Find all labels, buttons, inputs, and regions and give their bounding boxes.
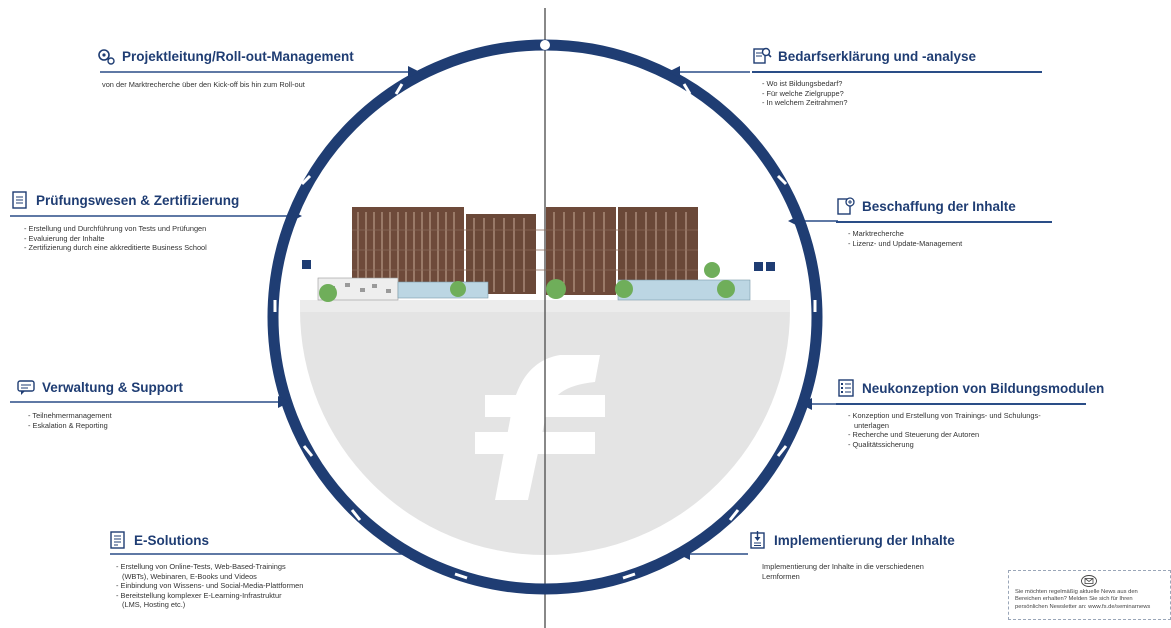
document-download-icon bbox=[750, 531, 765, 549]
segment-title: Beschaffung der Inhalte bbox=[862, 198, 1016, 214]
segment-list: Konzeption und Erstellung von Trainings-… bbox=[848, 411, 1096, 449]
segment-title: Verwaltung & Support bbox=[42, 379, 184, 395]
list-item: unterlagen bbox=[854, 420, 889, 430]
list-item: (LMS, Hosting etc.) bbox=[122, 600, 186, 610]
segment-beschaffung: Beschaffung der Inhalte Marktrecherche L… bbox=[836, 196, 1056, 248]
list-item: Eskalation & Reporting bbox=[28, 421, 278, 431]
segment-list: Marktrecherche Lizenz- und Update-Manage… bbox=[848, 229, 1056, 248]
segment-title: Implementierung der Inhalte bbox=[774, 532, 955, 548]
segment-text: Implementierung der Inhalte in die versc… bbox=[762, 562, 924, 581]
segment-title: Neukonzeption von Bildungsmodulen bbox=[862, 380, 1105, 396]
segment-list: Erstellung und Durchführung von Tests un… bbox=[24, 224, 290, 253]
list-item: In welchem Zeitrahmen? bbox=[762, 98, 1052, 108]
list-item: Recherche und Steuerung der Autoren bbox=[848, 430, 1096, 440]
segment-pruefungswesen: Prüfungswesen & Zertifizierung Erstellun… bbox=[10, 190, 290, 253]
list-item: Evaluierung der Inhalte bbox=[24, 234, 290, 244]
list-item: (WBTs), Webinaren, E-Books und Videos bbox=[122, 571, 257, 581]
newsletter-box: Sie möchten regelmäßig aktuelle News aus… bbox=[1008, 570, 1171, 620]
segment-title: E-Solutions bbox=[134, 532, 209, 548]
list-item: Konzeption und Erstellung von Trainings-… bbox=[848, 411, 1096, 421]
list-item: Wo ist Bildungsbedarf? bbox=[762, 79, 1052, 89]
list-document-icon bbox=[838, 379, 854, 397]
segment-title: Prüfungswesen & Zertifizierung bbox=[36, 192, 240, 208]
cycle-ring bbox=[267, 39, 823, 595]
connectors bbox=[10, 71, 838, 555]
chat-icon bbox=[17, 380, 35, 395]
list-item: Marktrecherche bbox=[848, 229, 1056, 239]
list-item: Einbindung von Wissens- und Social-Media… bbox=[116, 581, 408, 591]
document-search-icon bbox=[753, 47, 772, 64]
list-item: Bereitstellung komplexer E-Learning-Infr… bbox=[116, 591, 408, 601]
segment-rule bbox=[836, 221, 1052, 223]
segment-rule bbox=[836, 403, 1086, 405]
list-item: Erstellung und Durchführung von Tests un… bbox=[24, 224, 290, 234]
list-item: Teilnehmermanagement bbox=[28, 411, 278, 421]
gears-icon bbox=[98, 49, 115, 65]
segment-title: Projektleitung/Roll-out-Management bbox=[122, 48, 354, 64]
list-item: Zertifizierung durch eine akkreditierte … bbox=[24, 243, 290, 253]
envelope-icon bbox=[1081, 575, 1097, 587]
segment-projektleitung: Projektleitung/Roll-out-Management von d… bbox=[96, 46, 412, 90]
segment-list: Wo ist Bildungsbedarf? Für welche Zielgr… bbox=[762, 79, 1052, 108]
segment-verwaltung: Verwaltung & Support Teilnehmermanagemen… bbox=[16, 377, 278, 430]
segment-implementierung: Implementierung der Inhalte Implementier… bbox=[748, 530, 968, 581]
segment-list: Erstellung von Online-Tests, Web-Based-T… bbox=[116, 562, 408, 610]
document-add-icon bbox=[837, 197, 855, 215]
segment-neukonzeption: Neukonzeption von Bildungsmodulen Konzep… bbox=[836, 378, 1104, 449]
segment-title: Bedarfserklärung und -analyse bbox=[778, 48, 977, 64]
ring-arrows bbox=[278, 66, 812, 560]
segment-list: Teilnehmermanagement Eskalation & Report… bbox=[28, 411, 278, 430]
segment-bedarfserklaerung: Bedarfserklärung und -analyse Wo ist Bil… bbox=[752, 46, 1052, 108]
list-item: Für welche Zielgruppe? bbox=[762, 89, 1052, 99]
document-lines-icon bbox=[110, 531, 125, 549]
list-item: Erstellung von Online-Tests, Web-Based-T… bbox=[116, 562, 408, 572]
segment-text: von der Marktrecherche über den Kick-off… bbox=[102, 80, 305, 89]
newsletter-text: Sie möchten regelmäßig aktuelle News aus… bbox=[1015, 589, 1151, 610]
list-item: Lizenz- und Update-Management bbox=[848, 239, 1056, 249]
checklist-icon bbox=[12, 191, 27, 209]
list-item: Qualitätssicherung bbox=[848, 440, 1096, 450]
building-illustration bbox=[302, 207, 775, 302]
segment-rule bbox=[752, 71, 1042, 73]
ring-gaps bbox=[273, 83, 817, 580]
segment-esolutions: E-Solutions Erstellung von Online-Tests,… bbox=[108, 530, 408, 610]
